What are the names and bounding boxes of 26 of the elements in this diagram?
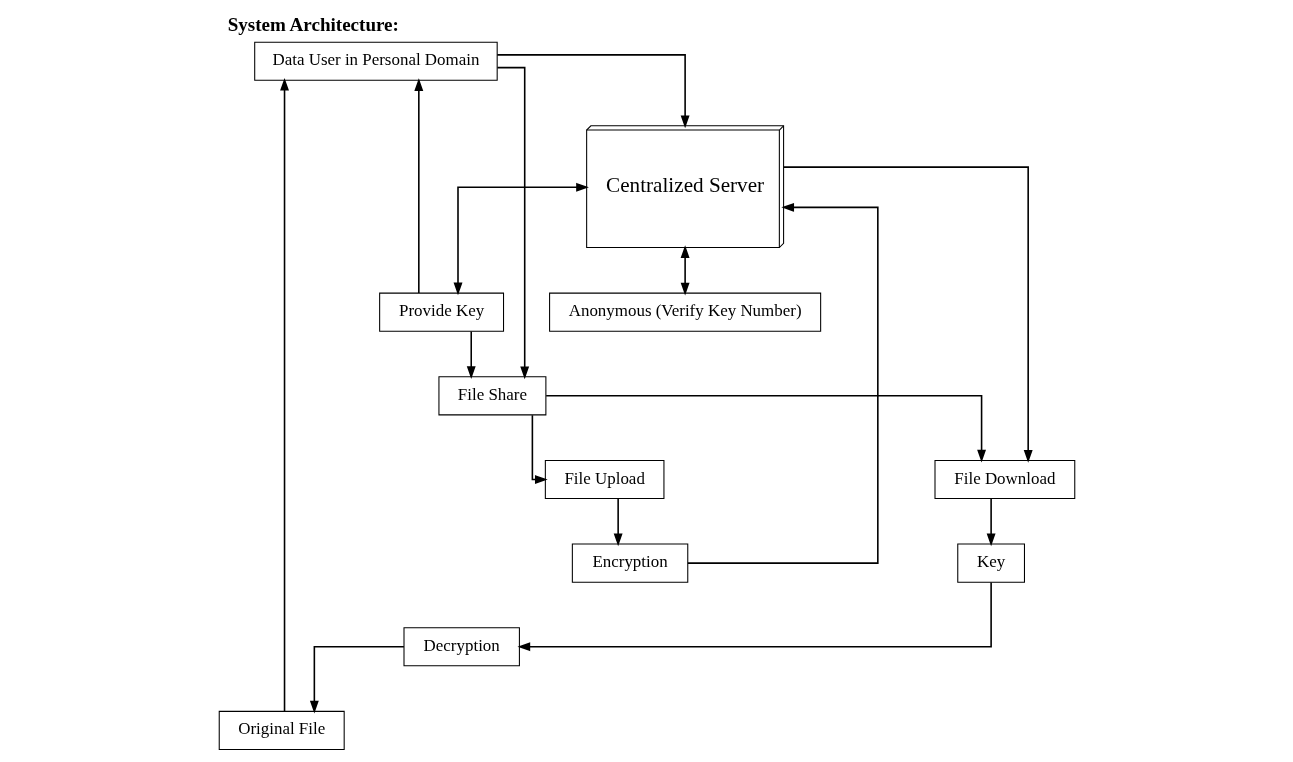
arrow [309,645,405,714]
arrow [544,395,986,463]
node-box: Provide Key [378,292,504,332]
arrow [413,78,423,294]
arrow [496,66,529,380]
arrow [782,166,1033,463]
node-box: Data User in Personal Domain [253,41,498,81]
arrow [613,498,623,547]
node-box: Anonymous (Verify Key Number) [548,292,821,332]
node-box: Key [956,543,1025,583]
arrow [495,54,690,129]
arrow [531,414,548,484]
arrow [453,182,589,296]
arrow [986,498,996,547]
node-box: Encryption [571,543,688,583]
node-box: Decryption [402,627,520,667]
arrow [680,245,690,296]
diagram-title: System Architecture: [227,13,399,35]
arrow [279,77,289,712]
node-box: Original File [218,710,345,750]
node-box: File Share [437,376,546,416]
arrow [686,202,879,564]
arrow [466,330,476,379]
node-box: File Download [933,459,1075,500]
node-box: File Upload [544,459,664,500]
arrow [516,581,992,652]
